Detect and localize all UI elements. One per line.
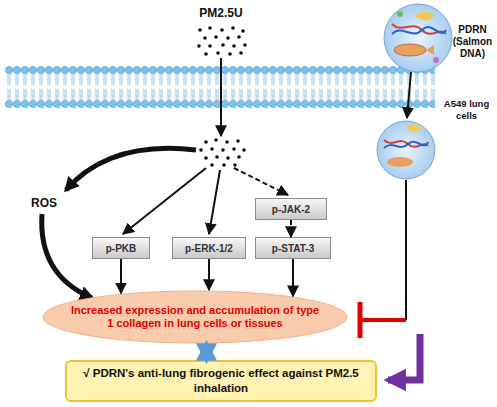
connector-arrow — [292, 259, 294, 296]
ros-label: ROS — [22, 196, 66, 210]
cell-label: A549 lung cells — [436, 98, 497, 121]
process-box: p-ERK-1/2 — [172, 237, 246, 259]
uptake-arrow — [407, 72, 411, 118]
node-text: p-PKB — [106, 243, 137, 254]
inhibition-line — [362, 318, 406, 322]
ros-arrow — [42, 214, 92, 298]
signal-arrow — [234, 168, 288, 195]
connector-arrow — [208, 259, 210, 290]
process-box: p-PKB — [92, 237, 150, 259]
signal-arrow — [209, 170, 220, 234]
process-box: p-STAT-3 — [255, 237, 331, 259]
signal-arrow — [123, 168, 206, 234]
effect-arrow — [388, 334, 420, 380]
outcome-ellipse: Increased expression and accumulation of… — [42, 290, 348, 344]
dna-illustration — [384, 4, 452, 72]
node-text: p-ERK-1/2 — [185, 243, 233, 254]
internal-particles — [199, 138, 246, 167]
inhibition-line — [405, 180, 407, 320]
connector-arrow — [290, 220, 292, 237]
ros-arrow — [66, 148, 196, 190]
particle-label: PM2.5U — [186, 6, 256, 20]
uptake-arrow — [220, 58, 222, 136]
agent-label: PDRN (Salmon DNA) — [448, 24, 497, 60]
connector-arrow — [203, 344, 210, 360]
dna-illustration — [377, 121, 435, 179]
node-text: p-STAT-3 — [272, 243, 314, 254]
node-text: Increased expression and accumulation of… — [68, 304, 322, 330]
connector-arrow — [120, 259, 122, 293]
particles — [197, 26, 247, 56]
inhibition-bar — [358, 302, 363, 338]
process-box: p-JAK-2 — [255, 198, 327, 220]
node-text: √ PDRN's anti-lung fibrogenic effect aga… — [77, 366, 365, 396]
effect-box: √ PDRN's anti-lung fibrogenic effect aga… — [65, 360, 377, 402]
node-text: p-JAK-2 — [272, 204, 310, 215]
